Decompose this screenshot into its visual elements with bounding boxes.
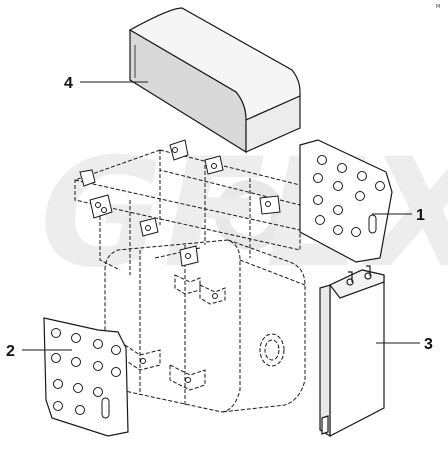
callout-3: 3 <box>424 336 433 353</box>
part-2-plate-left <box>43 317 129 437</box>
part-4-top-shield <box>128 7 301 154</box>
assembly-details <box>79 139 281 383</box>
callout-4: 4 <box>64 75 73 92</box>
part-1-plate-right <box>299 139 393 263</box>
callout-1: 1 <box>416 207 425 224</box>
leader-lines <box>22 81 420 351</box>
corner-mark: M <box>436 4 440 10</box>
part-3-bracket-cover <box>319 265 385 438</box>
callout-2: 2 <box>6 343 15 360</box>
